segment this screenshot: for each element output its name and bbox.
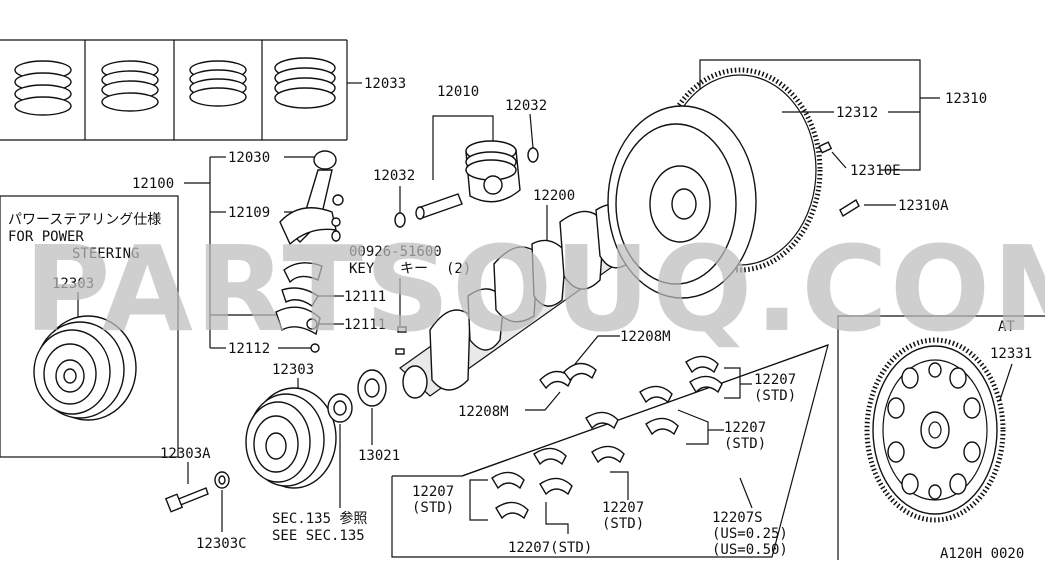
label-12109[interactable]: 12109 (228, 205, 270, 221)
note-sec-jp: SEC.135 参照 (272, 510, 367, 527)
label-12310E[interactable]: 12310E (850, 163, 901, 179)
label-12303C[interactable]: 12303C (196, 536, 247, 552)
main-bearing-pair-3[interactable] (585, 411, 625, 464)
main-bearing-pair-5[interactable] (491, 471, 529, 520)
note-power-steering-en-1: FOR POWER (8, 229, 84, 245)
label-12207-b[interactable]: 12207 (724, 420, 766, 436)
thrust-bearing-2[interactable] (563, 362, 597, 382)
label-12208M-upper[interactable]: 12208M (620, 329, 671, 345)
label-12032-left[interactable]: 12032 (373, 168, 415, 184)
rod-bearing-lower[interactable] (281, 287, 319, 308)
drive-plate[interactable] (864, 337, 1006, 523)
flywheel[interactable] (607, 105, 757, 299)
crank-pulley[interactable] (245, 387, 337, 489)
thrust-bearing-1[interactable] (539, 370, 573, 390)
rod-cap[interactable] (275, 306, 321, 336)
main-bearing-pair-2[interactable] (639, 385, 679, 436)
piston-ring-set-3[interactable] (189, 60, 247, 107)
figure-code: A120H 0020 (940, 546, 1024, 562)
label-12207-c-std: (STD) (602, 516, 644, 532)
power-steering-pulley[interactable] (33, 315, 137, 421)
note-power-steering-jp: パワーステアリング仕様 (8, 212, 161, 228)
label-13021[interactable]: 13021 (358, 448, 400, 464)
key-quantity: (2) (446, 261, 471, 277)
label-12207S-us025: (US=0.25) (712, 526, 788, 542)
label-12033[interactable]: 12033 (364, 76, 406, 92)
key-part-number[interactable]: 00926-51600 (349, 244, 442, 260)
main-bearing-pair-4[interactable] (533, 447, 573, 496)
key-label-en: KEY (349, 261, 375, 277)
main-bearing-box (391, 344, 829, 558)
crank-spacer[interactable] (327, 393, 353, 423)
piston-pin[interactable] (415, 193, 463, 220)
note-at: AT (998, 319, 1015, 335)
piston-clip-left[interactable] (394, 212, 406, 228)
label-12207-a-std: (STD) (754, 388, 796, 404)
crankshaft[interactable] (399, 197, 657, 399)
label-12032-top[interactable]: 12032 (505, 98, 547, 114)
flywheel-bolt[interactable] (839, 198, 860, 218)
crankshaft-key[interactable] (395, 326, 407, 355)
label-12310[interactable]: 12310 (945, 91, 987, 107)
label-12207-a[interactable]: 12207 (754, 372, 796, 388)
label-12331[interactable]: 12331 (990, 346, 1032, 362)
label-12207-d-std: (STD) (412, 500, 454, 516)
label-12030[interactable]: 12030 (228, 150, 270, 166)
piston-ring-set-2[interactable] (101, 60, 159, 112)
label-12207-c[interactable]: 12207 (602, 500, 644, 516)
note-power-steering-en-2: STEERING (72, 246, 139, 262)
label-12207S-us050: (US=0.50) (712, 542, 788, 558)
label-12310A[interactable]: 12310A (898, 198, 949, 214)
label-12207-d[interactable]: 12207 (412, 484, 454, 500)
key-label-jp: キー (400, 261, 428, 277)
piston-ring-set-1[interactable] (14, 60, 72, 116)
label-12208M-lower[interactable]: 12208M (458, 404, 509, 420)
note-sec-en: SEE SEC.135 (272, 528, 365, 544)
power-steering-box (0, 195, 179, 458)
watermark: PARTSOUQ.COM (24, 220, 1045, 358)
piston[interactable] (465, 140, 521, 203)
label-12207-b-std: (STD) (724, 436, 766, 452)
piston-ring-set-4[interactable] (274, 57, 336, 109)
label-12303-ps[interactable]: 12303 (52, 276, 94, 292)
dowel-pin-12310E[interactable] (818, 141, 833, 154)
label-12200[interactable]: 12200 (533, 188, 575, 204)
connecting-rod[interactable] (279, 150, 344, 246)
label-12100[interactable]: 12100 (132, 176, 174, 192)
crank-sprocket[interactable] (357, 369, 387, 407)
label-12303-main[interactable]: 12303 (272, 362, 314, 378)
pulley-washer[interactable] (214, 471, 230, 489)
main-bearing-pair-1[interactable] (685, 355, 723, 394)
label-12111-lower[interactable]: 12111 (344, 317, 386, 333)
pulley-bolt[interactable] (164, 487, 209, 513)
label-12207-e[interactable]: 12207(STD) (508, 540, 592, 556)
label-12312[interactable]: 12312 (836, 105, 878, 121)
piston-ring-panel (0, 39, 348, 141)
rod-nut[interactable] (310, 343, 320, 353)
label-12111-upper[interactable]: 12111 (344, 289, 386, 305)
at-drive-plate-box (837, 315, 1045, 560)
label-12303A[interactable]: 12303A (160, 446, 211, 462)
label-12112[interactable]: 12112 (228, 341, 270, 357)
rod-bearing-upper[interactable] (283, 262, 323, 284)
label-12010[interactable]: 12010 (437, 84, 479, 100)
label-12207S[interactable]: 12207S (712, 510, 763, 526)
piston-clip-top[interactable] (527, 147, 539, 163)
